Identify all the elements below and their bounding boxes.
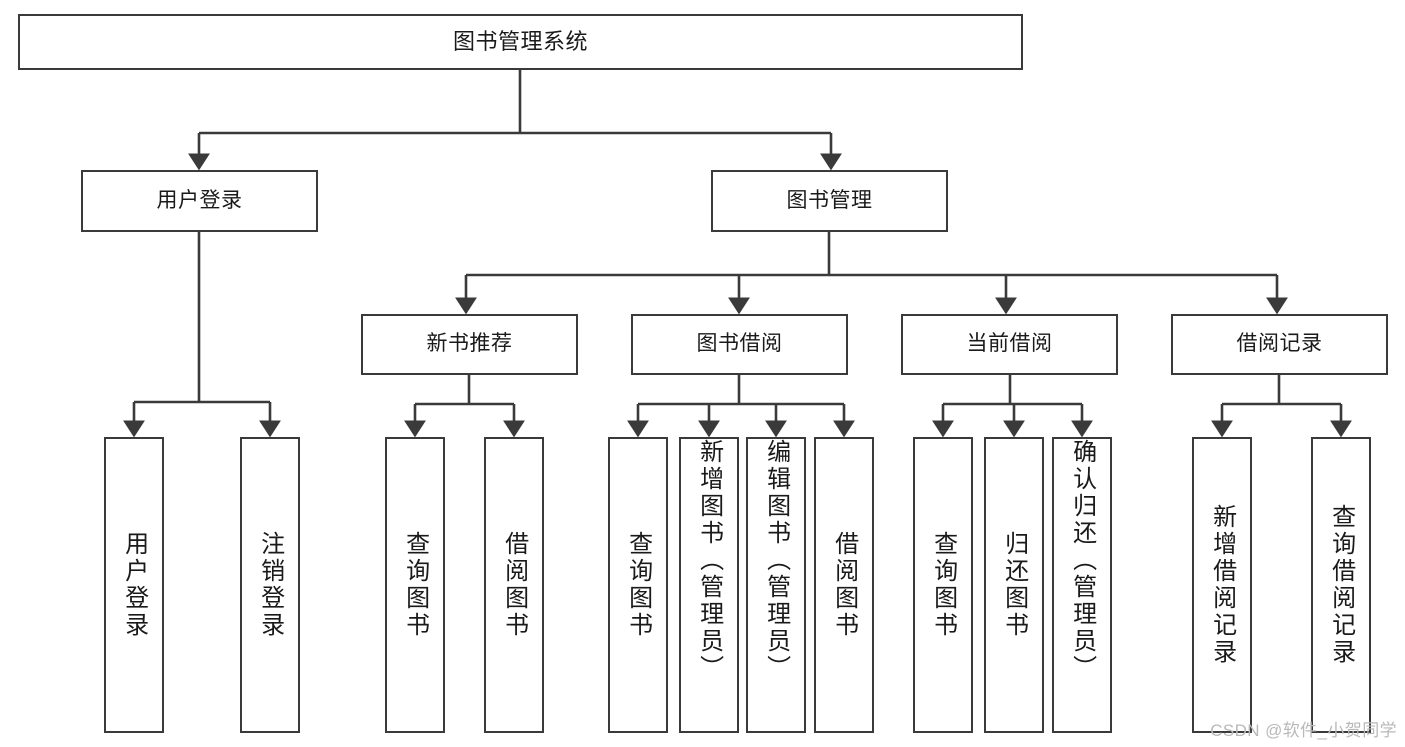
leaf-confirm-return-admin[interactable]: 确认归还（管理员） (1052, 437, 1112, 733)
leaf-query-books-recommend[interactable]: 查询图书 (385, 437, 445, 733)
leaf-borrow-books-recommend[interactable]: 借阅图书 (484, 437, 544, 733)
node-current-borrow-label: 当前借阅 (966, 332, 1053, 356)
node-root[interactable]: 图书管理系统 (18, 14, 1023, 70)
leaf-edit-book-admin-label: 编辑图书（管理员） (762, 439, 790, 682)
leaf-confirm-return-admin-label: 确认归还（管理员） (1068, 439, 1096, 682)
node-book-borrow-label: 图书借阅 (696, 332, 783, 356)
leaf-add-book-admin-label: 新增图书（管理员） (695, 439, 723, 682)
watermark: CSDN @软件_小贺同学 (1210, 721, 1397, 740)
leaf-logout[interactable]: 注销登录 (240, 437, 300, 733)
node-borrow-record-label: 借阅记录 (1236, 332, 1323, 356)
leaf-query-books-current-label: 查询图书 (929, 531, 957, 639)
leaf-user-login-label: 用户登录 (120, 531, 148, 639)
node-new-book-recommend[interactable]: 新书推荐 (361, 314, 578, 375)
leaf-query-books-borrow[interactable]: 查询图书 (608, 437, 668, 733)
leaf-borrow-books-label: 借阅图书 (830, 531, 858, 639)
leaf-query-books-current[interactable]: 查询图书 (913, 437, 973, 733)
node-root-label: 图书管理系统 (452, 29, 588, 55)
leaf-edit-book-admin[interactable]: 编辑图书（管理员） (746, 437, 806, 733)
leaf-return-books-label: 归还图书 (1000, 531, 1028, 639)
leaf-query-borrow-record-label: 查询借阅记录 (1327, 504, 1355, 666)
node-user-login[interactable]: 用户登录 (81, 170, 318, 232)
leaf-user-login[interactable]: 用户登录 (104, 437, 164, 733)
node-book-management-label: 图书管理 (786, 188, 873, 212)
leaf-add-book-admin[interactable]: 新增图书（管理员） (679, 437, 739, 733)
leaf-borrow-books[interactable]: 借阅图书 (814, 437, 874, 733)
leaf-logout-label: 注销登录 (256, 531, 284, 639)
leaf-query-books-recommend-label: 查询图书 (401, 531, 429, 639)
node-book-borrow[interactable]: 图书借阅 (631, 314, 848, 375)
node-book-management[interactable]: 图书管理 (711, 170, 948, 232)
leaf-return-books[interactable]: 归还图书 (984, 437, 1044, 733)
node-new-book-recommend-label: 新书推荐 (426, 332, 513, 356)
node-user-login-label: 用户登录 (156, 188, 243, 212)
node-current-borrow[interactable]: 当前借阅 (901, 314, 1118, 375)
leaf-borrow-books-recommend-label: 借阅图书 (500, 531, 528, 639)
leaf-add-borrow-record-label: 新增借阅记录 (1208, 504, 1236, 666)
leaf-add-borrow-record[interactable]: 新增借阅记录 (1192, 437, 1252, 733)
leaf-query-books-borrow-label: 查询图书 (624, 531, 652, 639)
node-borrow-record[interactable]: 借阅记录 (1171, 314, 1388, 375)
leaf-query-borrow-record[interactable]: 查询借阅记录 (1311, 437, 1371, 733)
